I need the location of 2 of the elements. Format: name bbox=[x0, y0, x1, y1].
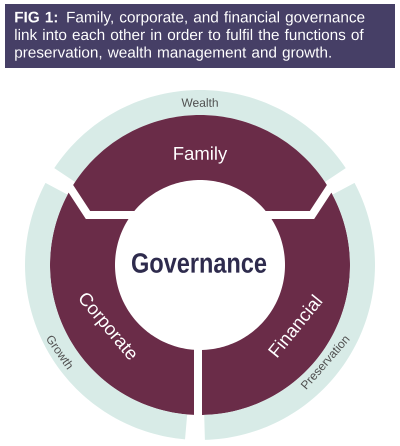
title-banner: FIG 1: Family, corporate, and financial governance link into each other in order to fulfil the functions of preservation, wealth management and growth. bbox=[5, 4, 395, 68]
ring-segment: Family bbox=[73, 115, 327, 211]
